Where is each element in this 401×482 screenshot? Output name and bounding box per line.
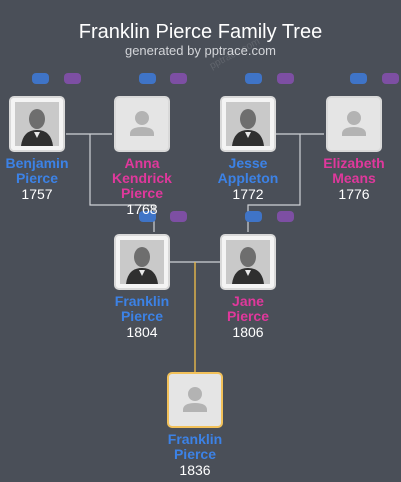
person-name-line: Jane xyxy=(232,293,264,309)
person-birth-year: 1836 xyxy=(179,462,211,478)
father-link-chip[interactable] xyxy=(350,73,367,84)
mother-link-chip[interactable] xyxy=(64,73,81,84)
mother-link-chip[interactable] xyxy=(277,73,294,84)
mother-link-chip[interactable] xyxy=(277,211,294,222)
person-name-line: Appleton xyxy=(217,170,279,186)
person-placeholder-icon xyxy=(130,111,154,136)
portrait-engraving-icon xyxy=(116,236,168,288)
person-photo[interactable] xyxy=(220,234,276,290)
person-photo[interactable] xyxy=(114,96,170,152)
father-link-chip[interactable] xyxy=(32,73,49,84)
person-name-line: Kendrick xyxy=(112,170,172,186)
father-link-chip[interactable] xyxy=(245,73,262,84)
person-name-line: Pierce xyxy=(120,185,164,201)
mother-link-chip[interactable] xyxy=(382,73,399,84)
person-birth-year: 1806 xyxy=(232,324,264,340)
portrait-engraving-icon xyxy=(222,98,274,150)
portrait-engraving-icon xyxy=(11,98,63,150)
page-subtitle: generated by pptrace.com xyxy=(124,43,277,58)
mother-link-chip[interactable] xyxy=(170,73,187,84)
person-name-line: Benjamin xyxy=(5,155,69,171)
portrait-engraving-icon xyxy=(222,236,274,288)
father-link-chip[interactable] xyxy=(139,73,156,84)
father-link-chip[interactable] xyxy=(245,211,262,222)
page-title: Franklin Pierce Family Tree xyxy=(78,21,323,43)
person-photo[interactable] xyxy=(167,372,223,428)
person-name-line: Anna xyxy=(124,155,160,171)
person-name-line: Franklin xyxy=(167,431,223,447)
person-name-line: Pierce xyxy=(15,170,59,186)
person-placeholder-icon xyxy=(183,387,207,412)
person-name-line: Pierce xyxy=(173,446,217,462)
person-photo[interactable] xyxy=(9,96,65,152)
person-birth-year: 1757 xyxy=(21,186,53,202)
person-name-line: Elizabeth xyxy=(323,155,385,171)
person-name-line: Franklin xyxy=(114,293,170,309)
person-photo[interactable] xyxy=(326,96,382,152)
person-name-line: Jesse xyxy=(228,155,268,171)
mother-link-chip[interactable] xyxy=(170,211,187,222)
person-birth-year: 1804 xyxy=(126,324,158,340)
person-photo[interactable] xyxy=(220,96,276,152)
person-birth-year: 1768 xyxy=(126,201,158,217)
father-link-chip[interactable] xyxy=(139,211,156,222)
person-name-line: Means xyxy=(332,170,376,186)
person-birth-year: 1772 xyxy=(232,186,264,202)
person-name-line: Pierce xyxy=(120,308,164,324)
person-photo[interactable] xyxy=(114,234,170,290)
person-name-line: Pierce xyxy=(226,308,270,324)
person-placeholder-icon xyxy=(342,111,366,136)
person-birth-year: 1776 xyxy=(338,186,370,202)
